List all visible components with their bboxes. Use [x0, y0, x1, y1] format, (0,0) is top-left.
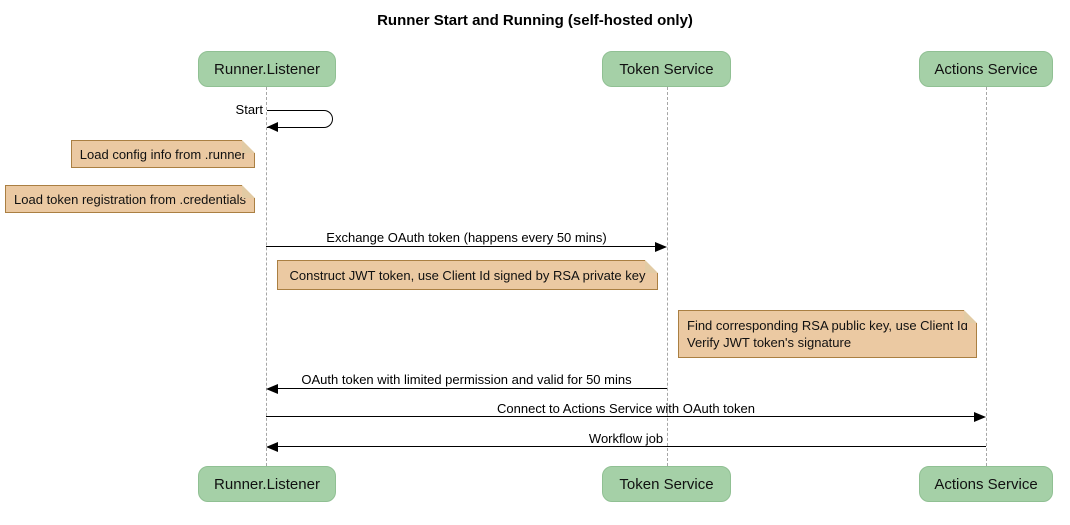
participant-runner-listener-bottom: Runner.Listener — [198, 466, 336, 502]
message-connect-line — [266, 416, 975, 417]
note-load-config: Load config info from .runner — [70, 140, 256, 168]
participant-token-service-top: Token Service — [602, 51, 731, 87]
arrow-head-left-icon — [266, 384, 278, 394]
lifeline-token-service — [667, 87, 668, 466]
note-load-credentials: Load token registration from .credential… — [5, 185, 255, 213]
participant-actions-service-bottom: Actions Service — [919, 466, 1053, 502]
arrow-head-left-icon — [267, 122, 278, 132]
participant-token-service-bottom: Token Service — [602, 466, 731, 502]
arrow-head-left-icon — [266, 442, 278, 452]
message-exchange-label: Exchange OAuth token (happens every 50 m… — [326, 230, 607, 245]
message-workflow-label: Workflow job — [588, 431, 664, 446]
message-workflow-line — [277, 446, 986, 447]
arrow-head-right-icon — [974, 412, 986, 422]
participant-actions-service-top: Actions Service — [919, 51, 1053, 87]
message-oauth-return-label: OAuth token with limited permission and … — [301, 372, 632, 387]
diagram-title: Runner Start and Running (self-hosted on… — [377, 12, 693, 29]
note-verify-jwt: Find corresponding RSA public key, use C… — [678, 310, 977, 358]
note-construct-jwt: Construct JWT token, use Client Id signe… — [277, 260, 658, 290]
lifeline-actions-service — [986, 87, 987, 466]
message-exchange-line — [266, 246, 656, 247]
lifeline-runner-listener — [266, 87, 267, 466]
message-start-label: Start — [235, 102, 263, 117]
participant-runner-listener-top: Runner.Listener — [198, 51, 336, 87]
self-message-loop — [267, 110, 333, 128]
message-oauth-return-line — [277, 388, 667, 389]
arrow-head-right-icon — [655, 242, 667, 252]
message-connect-label: Connect to Actions Service with OAuth to… — [497, 401, 755, 416]
